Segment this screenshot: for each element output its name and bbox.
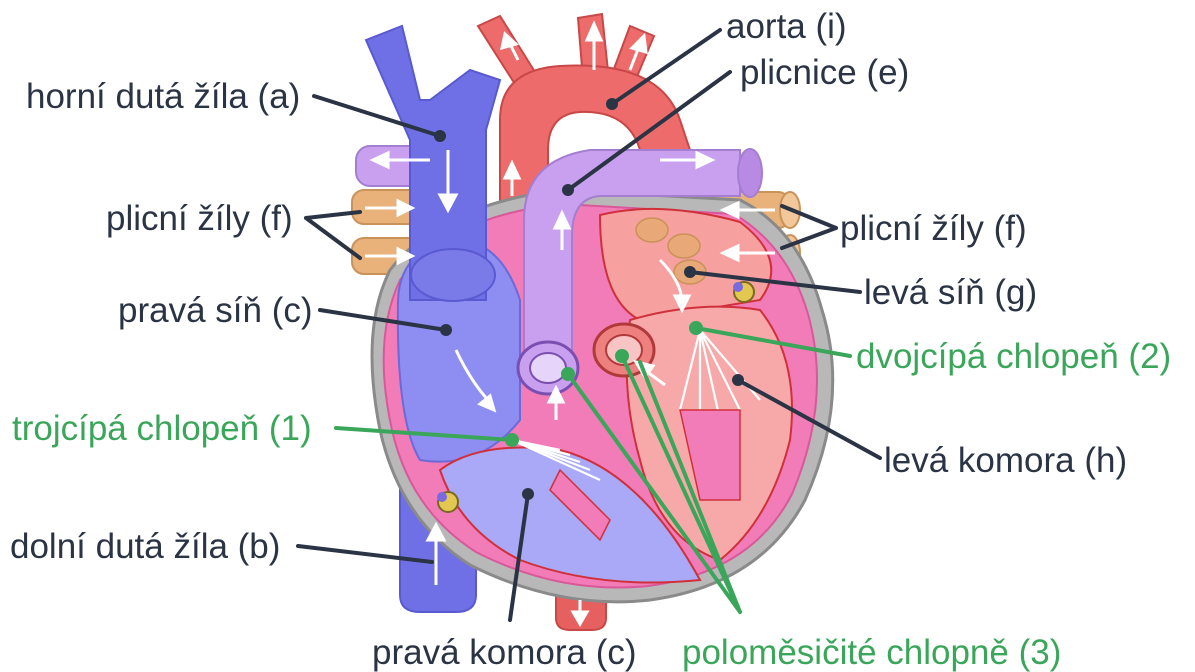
label-horni-duta-zila: horní dutá žíla (a) [26,77,300,116]
label-prava-sin: pravá síň (c) [118,291,313,330]
label-leva-sin: levá síň (g) [864,273,1037,312]
heart-illustration [352,14,833,630]
leader-plicni-zily-left [306,212,360,258]
label-plicni-zily-left: plicní žíly (f) [106,199,293,238]
label-trojcipa: trojcípá chlopeň (1) [12,409,312,448]
label-dolni-duta-zila: dolní dutá žíla (b) [10,527,280,566]
label-dvojcipa: dvojcípá chlopeň (2) [856,337,1171,376]
label-aorta: aorta (i) [726,7,847,46]
label-prava-komora: pravá komora (c) [372,633,637,672]
label-plicni-zily-right: plicní žíly (f) [840,209,1027,248]
label-leva-komora: levá komora (h) [884,441,1127,480]
label-polomesicite: poloměsičité chlopně (3) [682,633,1061,672]
label-plicnice: plicnice (e) [740,53,909,92]
